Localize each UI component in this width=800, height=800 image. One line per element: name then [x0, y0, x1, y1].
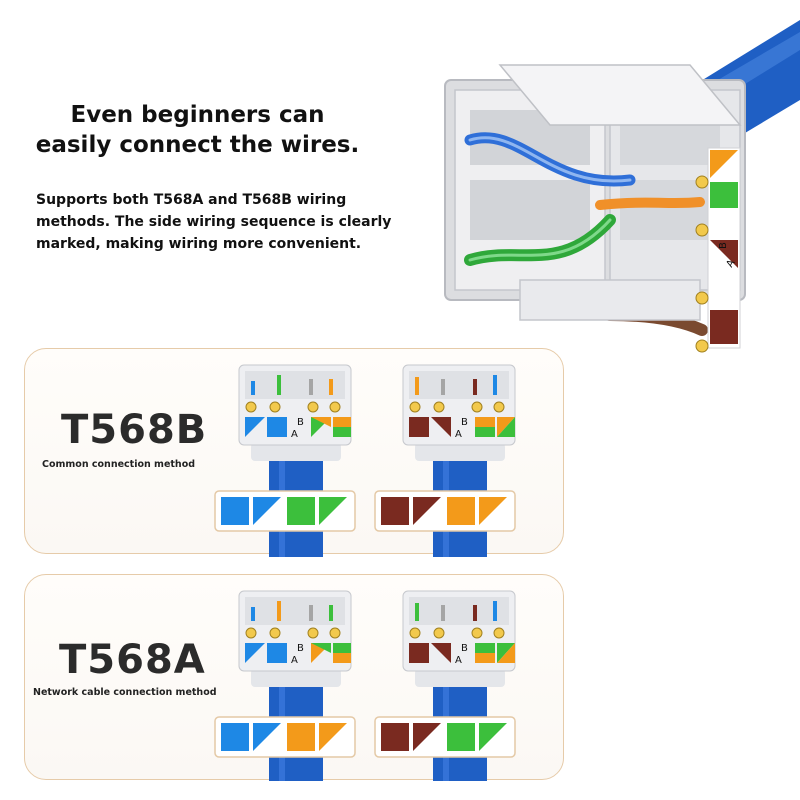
label-a: A: [455, 655, 462, 666]
label-b: B: [461, 417, 468, 428]
label-b: B: [461, 643, 468, 654]
label-a: A: [291, 655, 298, 666]
t568b-swatch-right: [374, 490, 516, 532]
keystone-jack-illustration: B A: [444, 20, 800, 353]
description: Supports both T568A and T568B wiring met…: [36, 189, 416, 255]
label-a: A: [291, 429, 298, 440]
t568b-card: T568B Common connection method A B: [24, 348, 564, 557]
t568b-swatch-left: [214, 490, 356, 532]
headline: Even beginners can easily connect the wi…: [20, 100, 375, 160]
t568a-subtitle: Network cable connection method: [33, 687, 217, 698]
description-line-1: Supports both T568A and T568B wiring: [36, 192, 347, 208]
t568a-swatch-right: [374, 716, 516, 758]
t568a-title: T568A: [59, 637, 206, 683]
svg-text:A: A: [725, 258, 738, 270]
t568a-swatch-left: [214, 716, 356, 758]
headline-line-1: Even beginners can: [70, 102, 325, 128]
label-b: B: [297, 417, 304, 428]
headline-line-2: easily connect the wires.: [35, 132, 360, 158]
t568b-jack-right: A B: [402, 364, 516, 557]
label-a: A: [455, 429, 462, 440]
t568b-subtitle: Common connection method: [42, 459, 196, 470]
description-line-2: methods. The side wiring sequence is cle…: [36, 214, 392, 230]
description-line-3: marked, making wiring more convenient.: [36, 236, 362, 252]
t568b-title: T568B: [61, 407, 208, 453]
t568a-card: T568A Network cable connection method A …: [24, 574, 564, 781]
svg-text:B: B: [718, 242, 729, 249]
label-b: B: [297, 643, 304, 654]
